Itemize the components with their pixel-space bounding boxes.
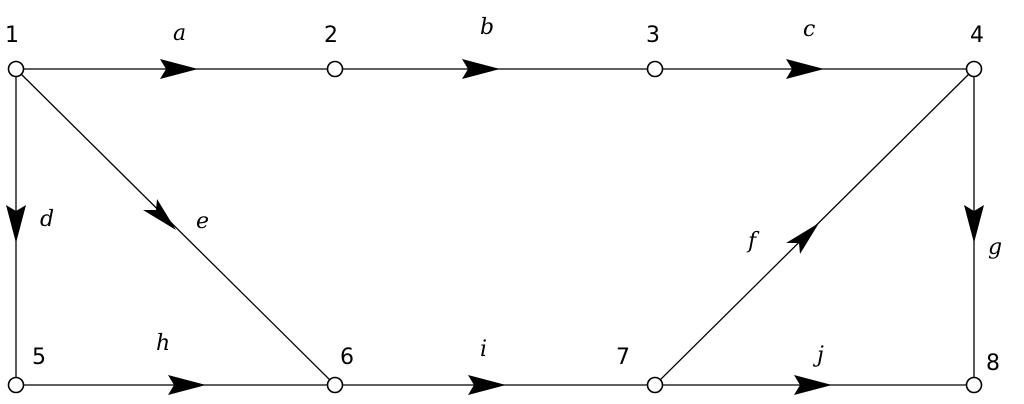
node-2 xyxy=(326,60,344,78)
edge-h-label: h xyxy=(156,331,170,356)
node-8-label: 8 xyxy=(986,351,1000,376)
node-3 xyxy=(646,60,664,78)
edge-g-label: g xyxy=(988,235,1002,260)
node-6-label: 6 xyxy=(340,345,354,370)
node-7-label: 7 xyxy=(616,345,630,370)
edge-f-label: f xyxy=(746,229,760,254)
node-7 xyxy=(646,376,664,394)
node-8 xyxy=(965,376,983,394)
node-1 xyxy=(7,60,25,78)
edge-g-arrowhead xyxy=(964,205,984,243)
edge-f-arrowhead xyxy=(786,223,819,254)
edge-d-arrowhead xyxy=(6,205,26,243)
edge-e-arrowhead xyxy=(143,199,176,230)
edge-e-label: e xyxy=(196,209,209,234)
node-2-label: 2 xyxy=(324,23,338,48)
edge-a-label: a xyxy=(173,21,186,46)
edge-b-label: b xyxy=(480,15,494,40)
node-4-label: 4 xyxy=(970,23,984,48)
edge-a-arrowhead xyxy=(160,59,198,79)
edge-b-arrowhead xyxy=(462,59,500,79)
node-1-label: 1 xyxy=(5,23,19,48)
edge-i-label: i xyxy=(480,337,487,362)
node-5-label: 5 xyxy=(32,345,46,370)
edge-i-arrowhead xyxy=(468,375,506,395)
edge-c-arrowhead xyxy=(786,59,824,79)
edge-d-label: d xyxy=(40,207,54,232)
node-5 xyxy=(7,376,25,394)
edge-j-arrowhead xyxy=(794,375,832,395)
node-4 xyxy=(965,60,983,78)
node-6 xyxy=(326,376,344,394)
edge-c-label: c xyxy=(803,17,815,42)
edge-h-arrowhead xyxy=(168,375,206,395)
edge-j-label: j xyxy=(812,343,824,368)
edge-e-line xyxy=(15,68,336,386)
node-3-label: 3 xyxy=(646,23,660,48)
